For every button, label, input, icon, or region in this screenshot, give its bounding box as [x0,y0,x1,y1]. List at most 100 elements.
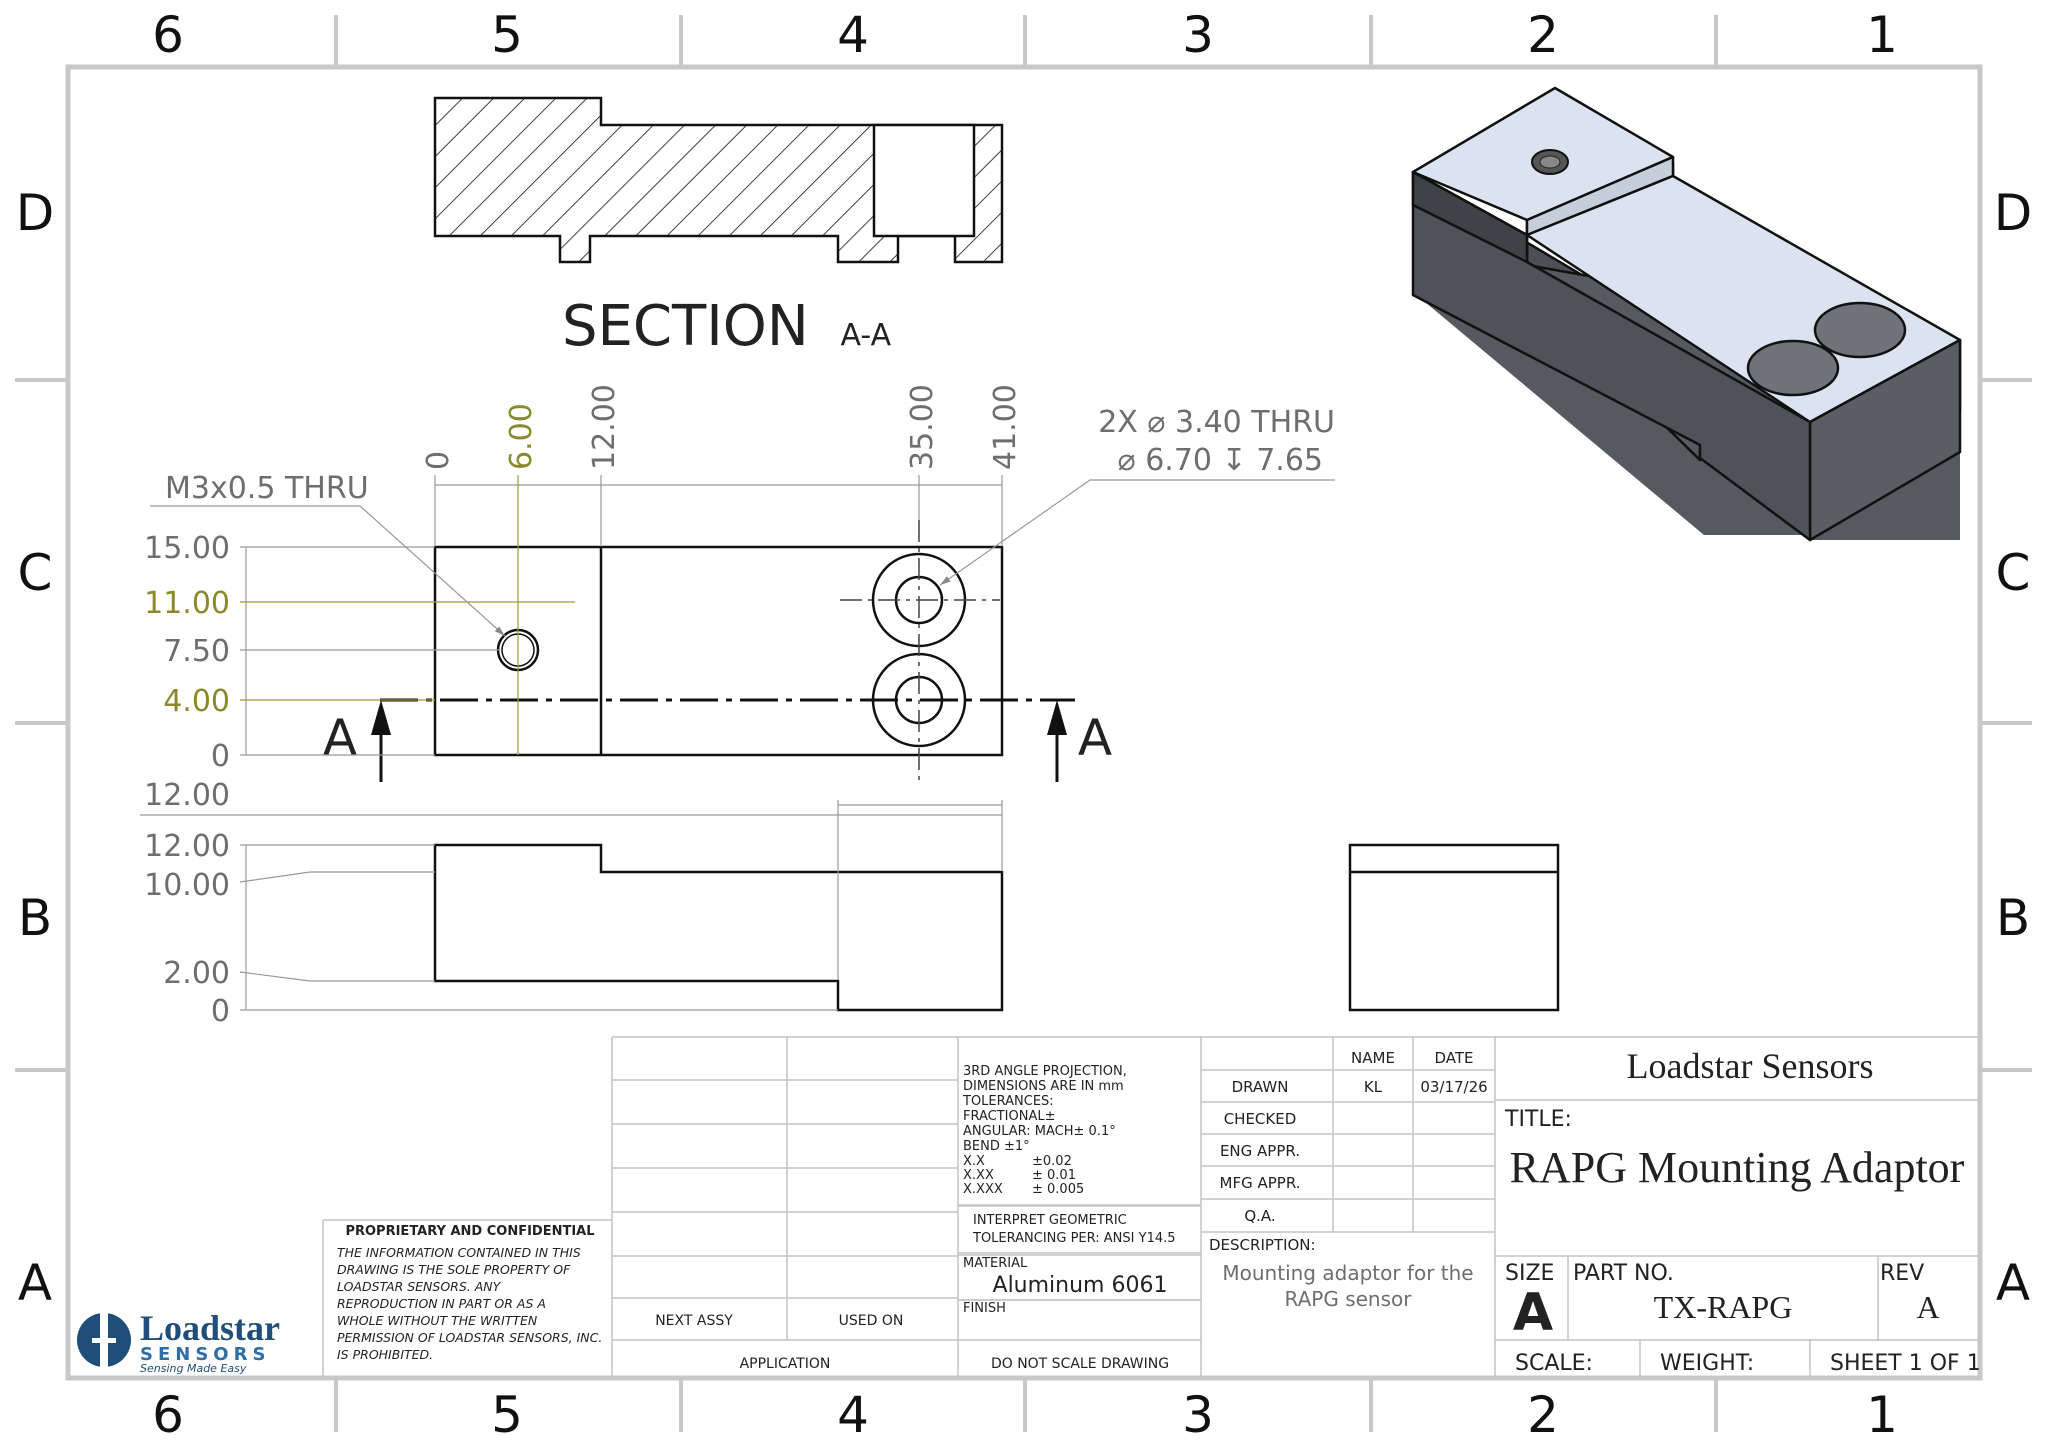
front-view: 12.00 12.00 10.00 2.00 0 [140,778,1004,1029]
zone-col-label: 6 [152,6,184,64]
logo-name: Loadstar [140,1308,280,1348]
svg-text:0: 0 [211,739,230,774]
top-y-dims: 15.00 11.00 7.50 4.00 0 [144,531,230,774]
svg-text:PERMISSION OF LOADSTAR SENSORS: PERMISSION OF LOADSTAR SENSORS, INC. [337,1330,602,1345]
svg-text:0: 0 [211,994,230,1029]
svg-text:± 0.01: ± 0.01 [1032,1168,1076,1183]
title-block: Loadstar Sensors TITLE: RAPG Mounting Ad… [337,1046,1981,1376]
top-view: A A 0 6.00 12.00 35.00 41.00 [144,384,1335,782]
zone-col-label: 2 [1527,1386,1559,1444]
svg-text:0: 0 [421,451,456,470]
title-label: TITLE: [1504,1107,1572,1132]
tolerance-notes: 3RD ANGLE PROJECTION, DIMENSIONS ARE IN … [962,1064,1127,1197]
svg-text:X.XX: X.XX [963,1168,994,1183]
application: APPLICATION [740,1356,831,1372]
side-view [1348,843,1560,1012]
description-label: DESCRIPTION: [1209,1236,1316,1254]
thread-callout: M3x0.5 THRU [150,471,506,637]
approval-roles: DRAWN CHECKED ENG APPR. MFG APPR. Q.A. [1220,1078,1301,1225]
svg-text:4.00: 4.00 [163,684,230,719]
title-block-grid [322,1036,1980,1377]
zone-row-label: D [1994,184,2033,242]
material-value: Aluminum 6061 [993,1273,1168,1298]
top-x-dims: 0 6.00 12.00 35.00 41.00 [421,384,1023,470]
front-y-dims: 12.00 10.00 2.00 0 [144,829,230,1029]
svg-text:LOADSTAR SENSORS. ANY: LOADSTAR SENSORS. ANY [337,1279,502,1294]
svg-text:6.00: 6.00 [504,403,539,470]
zone-col-label: 1 [1866,1386,1898,1444]
zone-row-label: C [1996,544,2031,602]
svg-text:X.X: X.X [963,1154,985,1169]
part-no-value: TX-RAPG [1654,1289,1793,1325]
svg-text:X.XXX: X.XXX [963,1182,1003,1197]
svg-text:2.00: 2.00 [163,956,230,991]
svg-text:CHECKED: CHECKED [1224,1110,1297,1128]
company-name: Loadstar Sensors [1627,1046,1874,1086]
zone-col-label: 5 [491,1386,523,1444]
zone-col-label: 2 [1527,6,1559,64]
zone-col-label: 5 [491,6,523,64]
zone-row-label: A [1996,1254,2030,1312]
used-on: USED ON [839,1313,904,1329]
do-not-scale: DO NOT SCALE DRAWING [991,1356,1169,1372]
svg-text:12.00: 12.00 [587,384,622,470]
front-top-dim: 12.00 [144,778,230,813]
svg-text:ANGULAR: MACH± 0.1°: ANGULAR: MACH± 0.1° [963,1124,1116,1139]
svg-text:FRACTIONAL±: FRACTIONAL± [963,1109,1056,1124]
section-suffix: A-A [841,318,892,353]
zone-col-label: 6 [152,1386,184,1444]
drawing-title: RAPG Mounting Adaptor [1510,1143,1965,1192]
zone-row-label: B [18,889,52,947]
zone-row-label: D [16,184,55,242]
section-arrow-right: A [1047,700,1112,782]
description-line1: Mounting adaptor for the [1222,1261,1473,1285]
zone-row-label: A [18,1254,52,1312]
zone-col-label: 4 [837,1386,869,1444]
zone-col-label: 1 [1866,6,1898,64]
proprietary-notice: THE INFORMATION CONTAINED IN THIS DRAWIN… [337,1245,602,1362]
zone-row-label: C [18,544,53,602]
svg-text:±0.02: ±0.02 [1032,1154,1072,1169]
drawn-date: 03/17/26 [1420,1078,1487,1096]
proprietary-title: PROPRIETARY AND CONFIDENTIAL [345,1224,594,1239]
svg-text:15.00: 15.00 [144,531,230,566]
geometric-line2: TOLERANCING PER: ANSI Y14.5 [972,1231,1176,1246]
svg-text:DRAWING IS THE SOLE PROPERTY O: DRAWING IS THE SOLE PROPERTY OF [337,1262,571,1277]
size-value: A [1513,1283,1553,1343]
next-assy: NEXT ASSY [655,1313,733,1329]
scale-label: SCALE: [1515,1351,1593,1376]
svg-text:TOLERANCES:: TOLERANCES: [962,1094,1054,1109]
zone-labels: 6 5 4 3 2 1 6 5 4 3 2 1 D C B A D C B A [16,6,2033,1444]
geometric-line1: INTERPRET GEOMETRIC [973,1213,1127,1228]
svg-text:12.00: 12.00 [144,829,230,864]
section-view: SECTION A-A [433,96,1004,359]
zone-col-label: 3 [1182,6,1214,64]
svg-text:M3x0.5 THRU: M3x0.5 THRU [165,471,369,506]
svg-text:35.00: 35.00 [905,384,940,470]
section-arrow-left: A [323,700,391,782]
logo-tagline: Sensing Made Easy [140,1362,247,1375]
description-line2: RAPG sensor [1285,1287,1413,1311]
svg-text:BEND ±1°: BEND ±1° [963,1139,1030,1154]
logo-sub: SENSORS [140,1344,270,1365]
weight-label: WEIGHT: [1660,1351,1754,1376]
part-no-label: PART NO. [1573,1261,1674,1286]
svg-text:⌀ 6.70 ↧ 7.65: ⌀ 6.70 ↧ 7.65 [1118,443,1323,478]
sheet-border [15,15,2032,1432]
svg-text:41.00: 41.00 [988,384,1023,470]
svg-text:WHOLE WITHOUT THE WRITTEN: WHOLE WITHOUT THE WRITTEN [337,1313,538,1328]
zone-row-label: B [1996,889,2030,947]
counterbore-callout: 2X ⌀ 3.40 THRU ⌀ 6.70 ↧ 7.65 [939,405,1335,586]
section-title: SECTION A-A [562,294,892,359]
svg-text:DRAWN: DRAWN [1232,1078,1289,1096]
zone-col-label: 4 [837,6,869,64]
svg-text:THE INFORMATION CONTAINED IN T: THE INFORMATION CONTAINED IN THIS [337,1245,581,1260]
svg-text:IS PROHIBITED.: IS PROHIBITED. [337,1347,433,1362]
svg-text:A: A [323,709,357,767]
svg-text:3RD ANGLE PROJECTION,: 3RD ANGLE PROJECTION, [963,1064,1127,1079]
zone-col-label: 3 [1182,1386,1214,1444]
name-header: NAME [1351,1049,1395,1067]
rev-value: A [1916,1289,1939,1325]
svg-text:2X ⌀ 3.40 THRU: 2X ⌀ 3.40 THRU [1098,405,1335,440]
